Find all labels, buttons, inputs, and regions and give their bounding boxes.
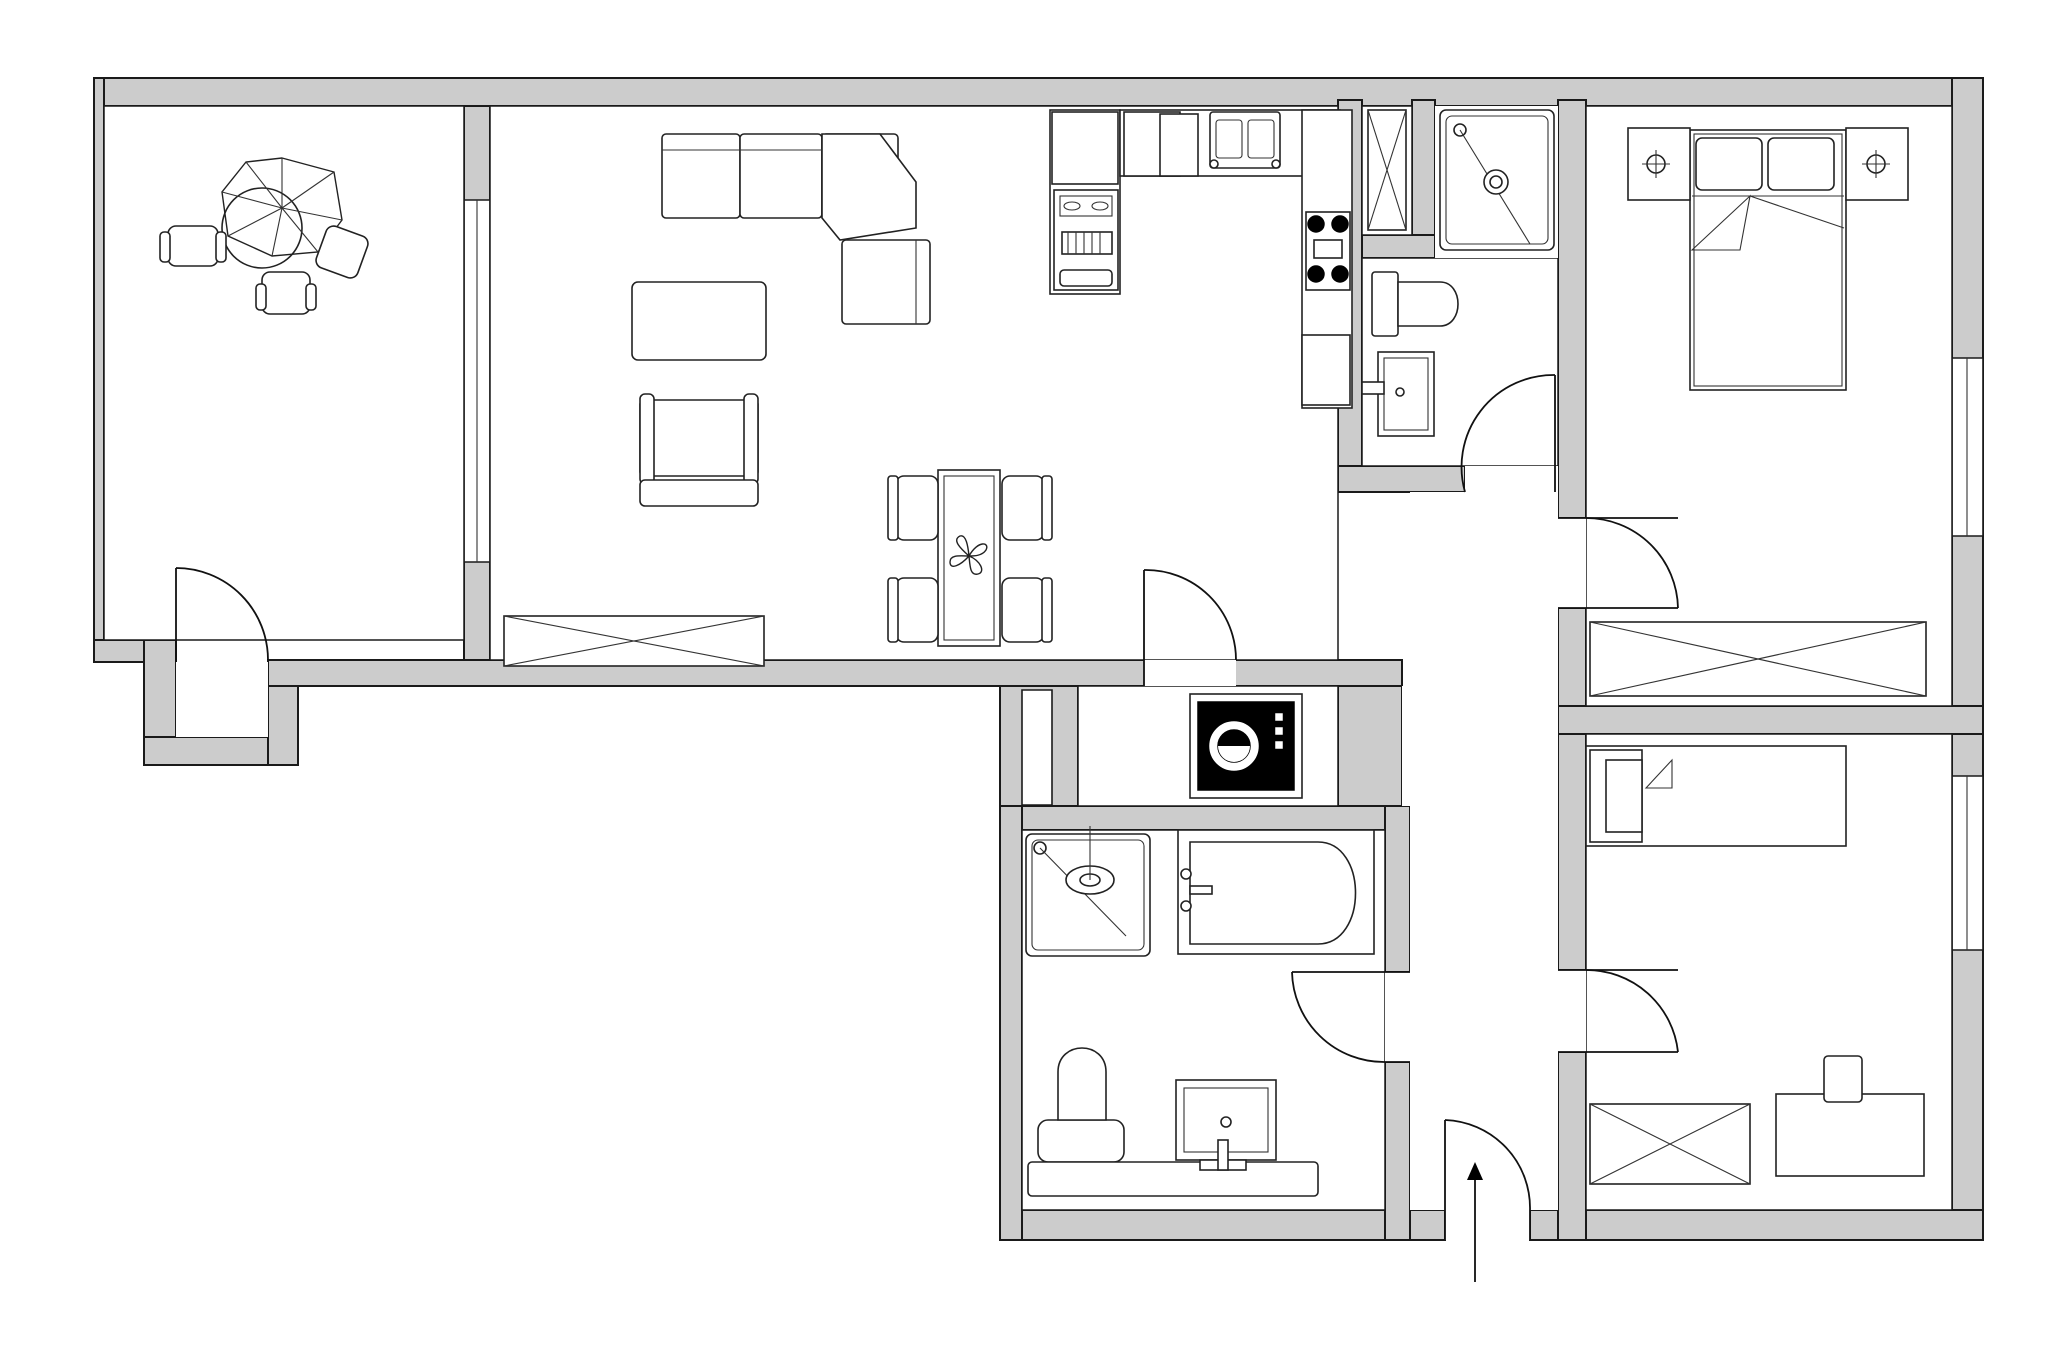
patio-chair-left (159, 225, 227, 267)
nightstand-left (1627, 127, 1691, 201)
sectional-sofa-icon (661, 133, 931, 325)
door-second-bedroom (1558, 969, 1679, 1053)
wall-outer-left (93, 77, 105, 649)
shower-icon (1439, 109, 1555, 251)
dining-chair-2 (887, 577, 939, 643)
dining-table-icon (937, 469, 1001, 647)
tv-cabinet (503, 615, 765, 667)
wall-closet-bottom (1361, 234, 1436, 259)
patio-chair-bottom (255, 271, 317, 315)
nightstand-right (1845, 127, 1909, 201)
wall-outer-right (1951, 77, 1984, 1241)
wall-bedroom-left-mid (1557, 607, 1587, 971)
bathtub-icon (1177, 829, 1375, 955)
cooktop-icon (1305, 211, 1351, 291)
second-wardrobe (1589, 1103, 1751, 1185)
toilet-icon (1371, 271, 1459, 337)
dining-chair-3 (1001, 475, 1053, 541)
wall-bedroom-left-top (1557, 99, 1587, 519)
corner-shower (1025, 826, 1151, 957)
door-entry (1444, 1119, 1531, 1240)
armchair-icon (639, 393, 759, 507)
double-bed-icon (1689, 129, 1847, 391)
balcony (103, 105, 465, 641)
wall-outer-bottom-left (999, 1209, 1446, 1241)
hall (1410, 492, 1558, 1210)
wall-bath-right-bottom (1384, 1061, 1411, 1241)
doors (175, 374, 1679, 1240)
main-toilet (1037, 1047, 1125, 1163)
glass-closet-small (1021, 689, 1053, 806)
door-master-bedroom (1558, 517, 1679, 609)
wall-bath-left (999, 805, 1023, 1241)
sink-icon (1209, 111, 1281, 169)
dining-chair-1 (887, 475, 939, 541)
master-wardrobe (1589, 621, 1927, 697)
wall-bedroom-divider (1557, 705, 1984, 735)
wall-outer-bottom-right (1529, 1209, 1984, 1241)
dining-chair-4 (1001, 577, 1053, 643)
stove-icon (1053, 189, 1119, 291)
wall-bath-right-top (1384, 805, 1411, 973)
main-vanity (1027, 1079, 1319, 1197)
wall-outer-top (93, 77, 1984, 107)
washing-machine-icon (1189, 693, 1303, 799)
shower-room-sink (1361, 351, 1435, 437)
wall-laundry-right (1337, 685, 1403, 811)
wall-shower-room-bottom (1337, 465, 1466, 493)
entry-arrow-icon (1467, 1162, 1483, 1282)
wardrobe (1367, 109, 1407, 231)
desk-icon (1775, 1055, 1925, 1177)
wall-bedroom-left-bottom (1557, 1051, 1587, 1241)
door-shower-room (1460, 374, 1558, 493)
single-bed-icon (1585, 745, 1847, 847)
wall-bath-top (999, 805, 1411, 831)
door-bathroom (1291, 971, 1410, 1063)
door-living-hall (1143, 569, 1237, 686)
door-balcony (175, 567, 269, 737)
patio-chair-right (315, 225, 369, 279)
patio-umbrella-icon (221, 157, 343, 269)
coffee-table (631, 281, 767, 361)
